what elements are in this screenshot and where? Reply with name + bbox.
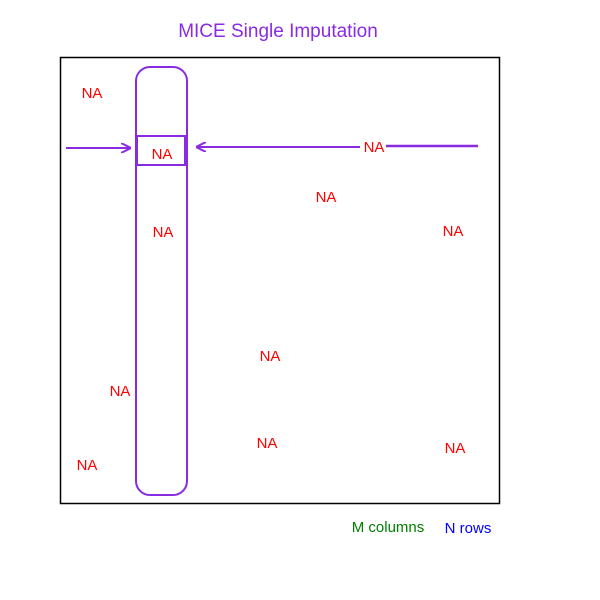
data-matrix-frame [59, 56, 501, 505]
missing-value: NA [316, 189, 337, 206]
columns-caption: M columns [352, 519, 425, 536]
missing-value: NA [260, 348, 281, 365]
diagram-title: MICE Single Imputation [178, 21, 378, 42]
missing-value: NA [110, 383, 131, 400]
missing-value: NA [153, 224, 174, 241]
missing-value: NA [257, 435, 278, 452]
target-cell [136, 135, 186, 166]
highlighted-column [135, 66, 188, 496]
missing-value: NA [443, 223, 464, 240]
missing-value: NA [82, 85, 103, 102]
missing-value: NA [445, 440, 466, 457]
rows-caption: N rows [445, 520, 492, 537]
missing-value: NA [77, 457, 98, 474]
missing-value-target: NA [152, 146, 173, 163]
missing-value: NA [364, 139, 385, 156]
